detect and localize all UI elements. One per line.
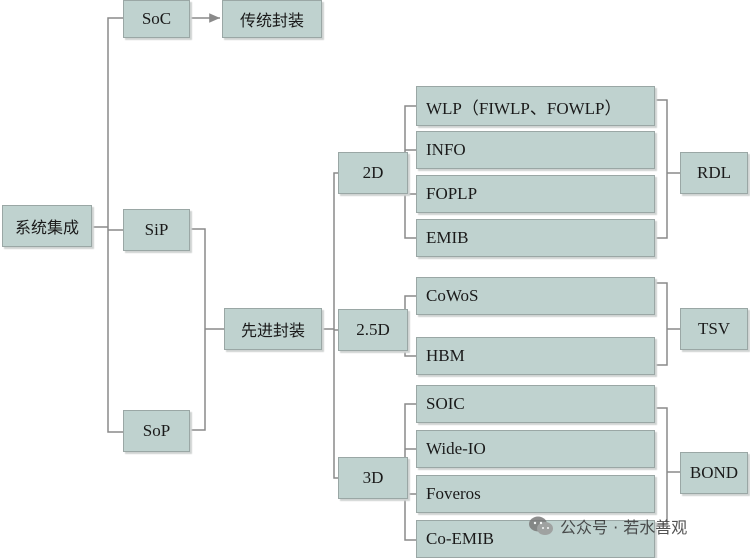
watermark: 公众号 · 若水善观 (528, 514, 687, 538)
traditional-packaging-node: 传统封装 (222, 0, 322, 38)
wechat-icon (529, 516, 553, 535)
advanced-bracket (322, 172, 338, 479)
tech-node-cowos: CoWoS (416, 277, 655, 315)
tech-node-soic: SOIC (416, 385, 655, 423)
tech-node-foveros: Foveros (416, 475, 655, 513)
interconnect-node-rdl: RDL (680, 152, 748, 194)
bracket-bond (655, 407, 680, 525)
tech-node-info: INFO (416, 131, 655, 169)
sip-node: SiP (123, 209, 190, 251)
tech-node-foplp: FOPLP (416, 175, 655, 213)
sop-node: SoP (123, 410, 190, 452)
interconnect-node-bond: BOND (680, 452, 748, 494)
tech-node-emib: EMIB (416, 219, 655, 257)
dim-2d-node: 2D (338, 152, 408, 194)
root-bracket (92, 17, 123, 433)
bracket-rdl (655, 99, 680, 239)
dim-3d-node: 3D (338, 457, 408, 499)
interconnect-node-tsv: TSV (680, 308, 748, 350)
soc-node: SoC (123, 0, 190, 38)
sip-sop-bracket (190, 228, 224, 431)
advanced-packaging-node: 先进封装 (224, 308, 322, 350)
root-node: 系统集成 (2, 205, 92, 247)
watermark-text: 公众号 · 若水善观 (560, 518, 688, 537)
tech-node-wide-io: Wide-IO (416, 430, 655, 468)
tech-node-hbm: HBM (416, 337, 655, 375)
dim-25d-node: 2.5D (338, 309, 408, 351)
tech-node-wlp: WLP（FIWLP、FOWLP） (416, 86, 655, 126)
bracket-tsv (655, 282, 680, 366)
